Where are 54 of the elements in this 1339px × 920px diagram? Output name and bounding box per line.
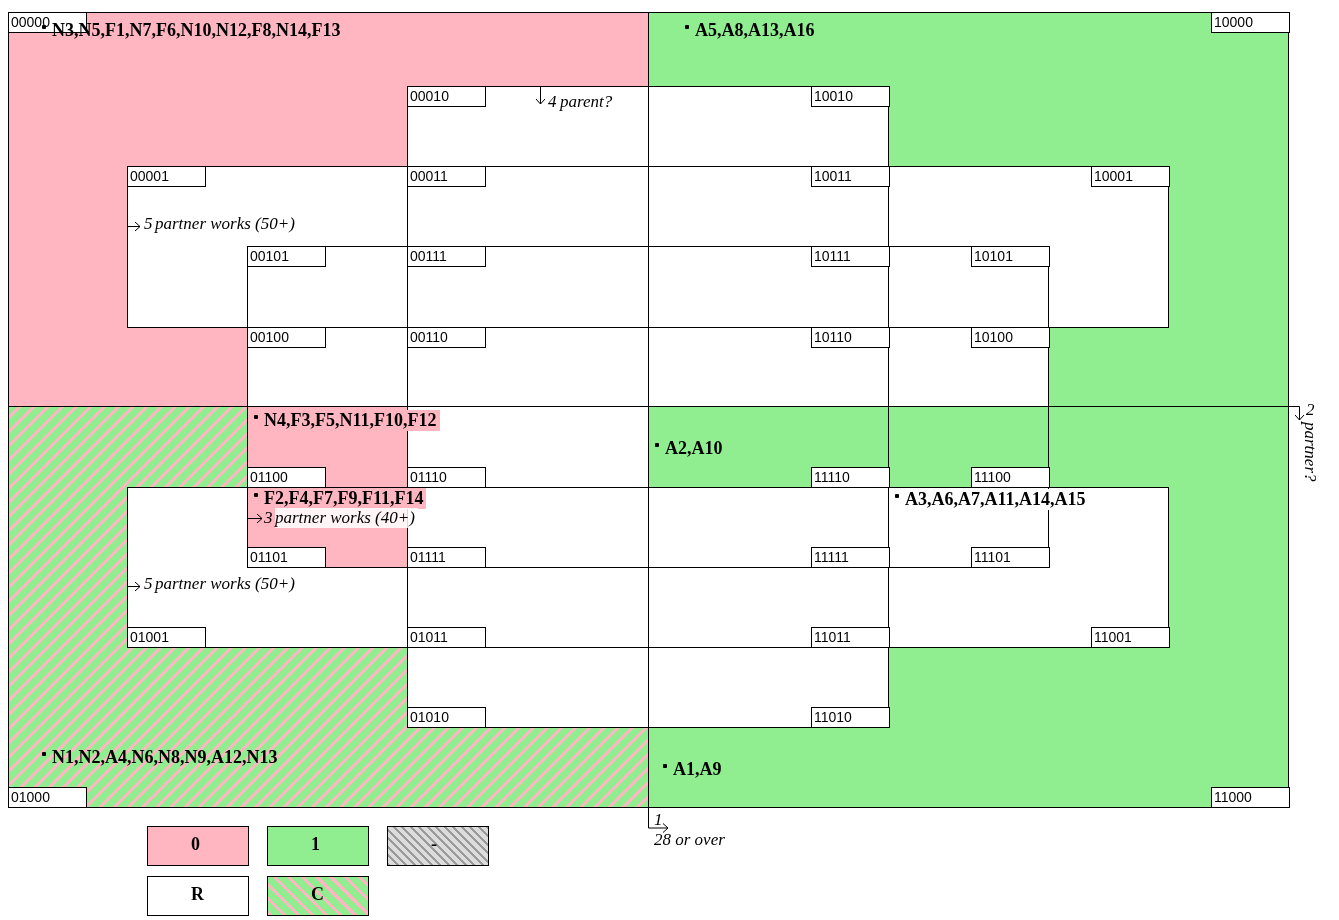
cell-code-box: 00110 (407, 327, 486, 348)
cell-code-box: 00111 (407, 246, 486, 267)
axis-label: partner works (40+) (275, 508, 418, 528)
cell-code-box: 11010 (811, 707, 890, 728)
cell-entries: F2,F4,F7,F9,F11,F14 (252, 488, 427, 509)
cell-code-box: 00100 (247, 327, 326, 348)
cell-code-box: 10010 (811, 86, 890, 107)
cell-code-box: 01000 (8, 787, 87, 808)
cell-code-box: 10100 (971, 327, 1050, 348)
cell-code-box: 11000 (1211, 787, 1290, 808)
legend-label: C (311, 884, 324, 905)
cell-entries: A1,A9 (661, 759, 722, 780)
cell-code-box: 11001 (1091, 627, 1170, 648)
cell-code-box: 10000 (1211, 12, 1290, 33)
axis-label: parent? (560, 92, 613, 112)
legend-label: 1 (311, 834, 320, 855)
cell-code-box: 01101 (247, 547, 326, 568)
cell-code-box: 11111 (811, 547, 890, 568)
cell-code-box: 11100 (971, 467, 1050, 488)
legend-label: 0 (191, 834, 200, 855)
axis-number: 5 (144, 214, 153, 234)
cell-code-box: 01110 (407, 467, 486, 488)
cell-code-box: 10001 (1091, 166, 1170, 187)
axis-number: 3 (264, 508, 273, 528)
axis-label: partner? (1300, 422, 1320, 482)
cell-code-box: 00101 (247, 246, 326, 267)
cell-code-box: 11110 (811, 467, 890, 488)
axis-number: 1 (654, 810, 663, 830)
cell-code-box: 10110 (811, 327, 890, 348)
cell-code-box: 10101 (971, 246, 1050, 267)
axis-number: 4 (548, 92, 557, 112)
cell-code-box: 01001 (127, 627, 206, 648)
cell-code-box: 00001 (127, 166, 206, 187)
cell-code-box: 01100 (247, 467, 326, 488)
cell-code-box: 10111 (811, 246, 890, 267)
cell-code-box: 01011 (407, 627, 486, 648)
legend-label: - (431, 834, 437, 855)
cell-code-box: 11011 (811, 627, 890, 648)
cell-entries: N4,F3,F5,N11,F10,F12 (252, 410, 440, 431)
legend-label: R (191, 884, 204, 905)
axis-label: partner works (50+) (155, 214, 295, 234)
cell-entries: N1,N2,A4,N6,N8,N9,A12,N13 (40, 747, 278, 768)
axis-label: partner works (50+) (155, 574, 295, 594)
axis-number: 2 (1306, 400, 1315, 420)
cell-code-box: 01010 (407, 707, 486, 728)
cell-entries: A5,A8,A13,A16 (683, 20, 815, 41)
cell-entries: A2,A10 (653, 438, 723, 459)
axis-number: 5 (144, 574, 153, 594)
cell-code-box: 10011 (811, 166, 890, 187)
cell-code-box: 00011 (407, 166, 486, 187)
cell-code-box: 11101 (971, 547, 1050, 568)
axis-label: 28 or over (654, 830, 725, 850)
cell-code-box: 01111 (407, 547, 486, 568)
cell-code-box: 00010 (407, 86, 486, 107)
